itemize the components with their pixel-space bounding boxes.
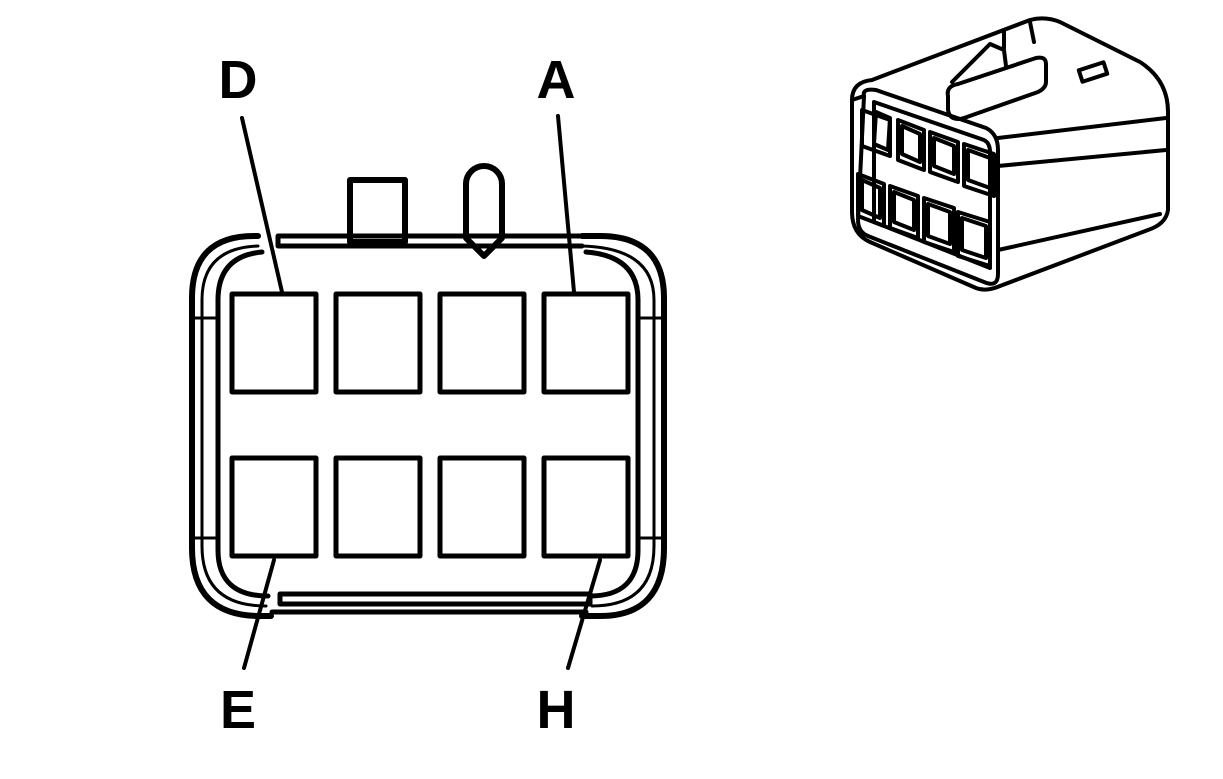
- cavity-b: [437, 291, 527, 395]
- housing-top-bar: [275, 233, 585, 249]
- leader-lines: [240, 114, 602, 670]
- housing-outer-outline-right: [579, 233, 667, 619]
- pin-label-d: D: [219, 50, 258, 110]
- leader-line-h: [566, 558, 602, 670]
- pin-label-h: H: [537, 680, 576, 740]
- housing-second-outline: [200, 244, 268, 608]
- iso-edge: [850, 94, 866, 102]
- connector-isometric-view: [850, 16, 1170, 292]
- iso-latch-ramp: [950, 42, 1008, 84]
- connector-face-view: D A E H: [189, 50, 667, 740]
- polarizing-key: [463, 163, 505, 259]
- cavity-e: [229, 455, 319, 559]
- iso-cavities: [856, 108, 996, 268]
- cavity-g: [437, 455, 527, 559]
- pin-label-a: A: [537, 50, 576, 110]
- locking-tab: [347, 177, 408, 245]
- iso-edge: [996, 148, 1168, 168]
- housing-inner-outline-right: [583, 249, 641, 599]
- leader-line-e: [242, 558, 276, 670]
- iso-edge: [996, 116, 1168, 140]
- pin-label-e: E: [220, 680, 256, 740]
- leader-line-a: [556, 114, 576, 294]
- housing-second-outline-right: [580, 244, 656, 608]
- housing-outer-outline: [189, 233, 274, 619]
- iso-latch: [945, 55, 1048, 121]
- terminal-cavities: [229, 291, 631, 559]
- cavity-h: [541, 455, 631, 559]
- leader-line-d: [240, 116, 284, 294]
- iso-edge: [996, 212, 1162, 252]
- iso-slot: [1076, 60, 1110, 84]
- cavity-a: [541, 291, 631, 395]
- cavity-d: [229, 291, 319, 395]
- iso-front-face: [856, 87, 1000, 286]
- cavity-c: [333, 291, 423, 395]
- cavity-f: [333, 455, 423, 559]
- iso-latch-ridge: [1002, 20, 1036, 50]
- housing-bottom-bar: [269, 591, 593, 615]
- housing-inner-outline: [215, 249, 271, 599]
